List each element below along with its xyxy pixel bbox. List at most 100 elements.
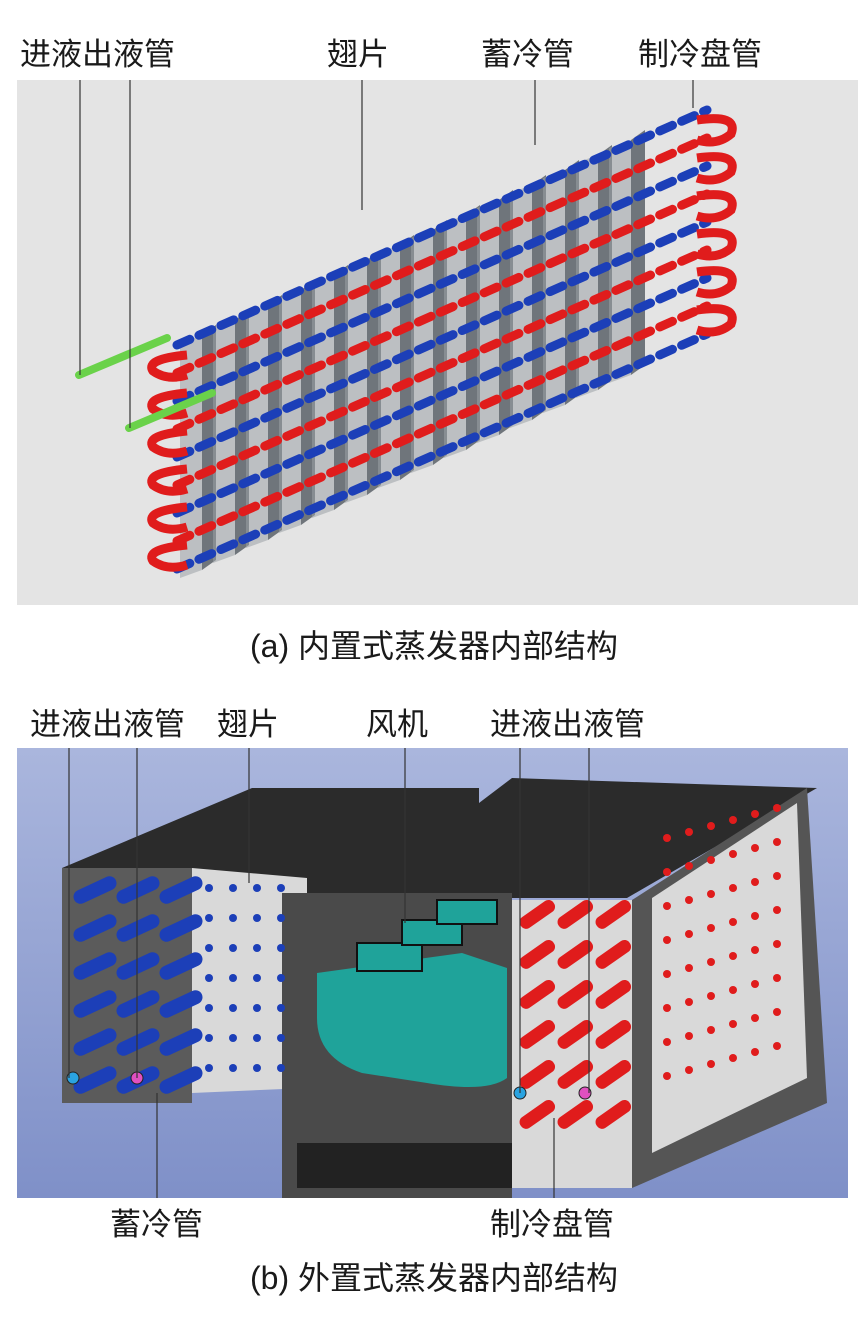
label-fin-a: 翅片 — [327, 37, 389, 73]
coil-u-bend — [695, 266, 737, 299]
storage-pipe-end — [205, 1004, 213, 1012]
storage-pipe-segment — [116, 990, 160, 1018]
outlet-port — [578, 1086, 592, 1100]
coil-pipe-end — [663, 970, 671, 978]
coil-pipe-end — [663, 1072, 671, 1080]
coil-u-bend — [695, 228, 737, 261]
inlet-pipe — [75, 334, 171, 379]
internal-evaporator-svg — [17, 80, 858, 605]
storage-pipe-segment — [116, 952, 160, 980]
storage-pipe-segment — [159, 914, 203, 942]
storage-pipe-end — [205, 884, 213, 892]
coil-pipe-end — [729, 884, 737, 892]
storage-pipe-segment — [116, 1028, 160, 1056]
fan-body — [317, 953, 507, 1087]
storage-pipe-segment — [159, 990, 203, 1018]
storage-pipe-end — [253, 914, 261, 922]
storage-pipe-end — [277, 944, 285, 952]
label-inlet-outlet-pipe-a: 进液出液管 — [20, 37, 175, 73]
storage-pipe-end — [229, 1064, 237, 1072]
storage-pipe-end — [277, 974, 285, 982]
coil-u-bend — [695, 304, 737, 337]
storage-pipe-end — [229, 1034, 237, 1042]
coil-pipe-segment — [595, 1059, 632, 1089]
storage-pipe-end — [277, 1034, 285, 1042]
coil-pipe-end — [751, 980, 759, 988]
coil-pipe-segment — [519, 1099, 556, 1129]
storage-pipe-end — [205, 914, 213, 922]
storage-pipe-segment — [73, 1066, 117, 1094]
evaporator-external-render — [17, 748, 848, 1198]
coil-pipe-end — [685, 964, 693, 972]
label-refrigeration-coil-b: 制冷盘管 — [490, 1207, 614, 1243]
coil-pipe — [172, 245, 712, 490]
storage-pipe-segment — [116, 914, 160, 942]
coil-pipe-end — [729, 850, 737, 858]
coil-pipe-end — [773, 940, 781, 948]
coil-pipe-segment — [595, 939, 632, 969]
coil-pipe-end — [773, 804, 781, 812]
storage-pipe-segment — [73, 1028, 117, 1056]
label-inlet-outlet-pipe-b-right: 进液出液管 — [490, 707, 645, 743]
coil-pipe-end — [707, 1026, 715, 1034]
storage-pipe — [172, 273, 712, 518]
coil-pipe-end — [729, 918, 737, 926]
storage-pipe — [172, 161, 712, 406]
evaporator-internal-render — [17, 80, 858, 605]
storage-pipe-end — [205, 1034, 213, 1042]
coil-pipe-segment — [595, 1019, 632, 1049]
coil-pipe-segment — [595, 899, 632, 929]
coil-pipe-end — [773, 906, 781, 914]
storage-pipe-end — [253, 884, 261, 892]
coil-u-bend — [147, 464, 189, 496]
housing-top — [62, 778, 817, 898]
storage-pipe-end — [277, 914, 285, 922]
coil-pipe-end — [773, 838, 781, 846]
coil-pipe-end — [729, 1054, 737, 1062]
storage-pipe-segment — [73, 914, 117, 942]
coil-pipe-segment — [519, 899, 556, 929]
coil-pipe-segment — [595, 979, 632, 1009]
storage-pipe-segment — [73, 990, 117, 1018]
coil-pipe-end — [663, 834, 671, 842]
coil-pipe-end — [729, 986, 737, 994]
coil-u-bend — [147, 350, 189, 382]
fan-blade-block — [356, 942, 423, 972]
coil-pipe-end — [773, 872, 781, 880]
coil-u-bend — [695, 114, 737, 147]
coil-pipe-end — [707, 924, 715, 932]
storage-pipe-segment — [159, 952, 203, 980]
coil-pipe-end — [663, 902, 671, 910]
storage-pipe-segment — [116, 876, 160, 904]
coil-u-bend — [695, 190, 737, 223]
right-module-fin-panel — [652, 803, 807, 1153]
storage-pipe-end — [229, 884, 237, 892]
storage-pipe — [172, 329, 712, 574]
storage-pipe-end — [229, 914, 237, 922]
inlet-port — [66, 1071, 80, 1085]
coil-pipe-end — [685, 896, 693, 904]
coil-pipe — [172, 189, 712, 434]
coil-pipe-end — [663, 1038, 671, 1046]
storage-pipe-end — [253, 1034, 261, 1042]
storage-pipe-end — [229, 974, 237, 982]
coil-pipe-end — [707, 890, 715, 898]
coil-pipe-end — [685, 1032, 693, 1040]
coil-pipe-end — [751, 844, 759, 852]
label-fan-b: 风机 — [366, 707, 428, 743]
coil-pipe-segment — [519, 1059, 556, 1089]
label-refrigeration-coil-a: 制冷盘管 — [638, 37, 762, 73]
coil-pipe-segment — [519, 939, 556, 969]
coil-u-bend — [147, 540, 189, 572]
coil-pipe — [172, 133, 712, 378]
coil-pipe-end — [729, 816, 737, 824]
storage-pipe-end — [277, 884, 285, 892]
caption-b: (b) 外置式蒸发器内部结构 — [250, 1260, 619, 1296]
storage-pipe-end — [253, 944, 261, 952]
outlet-pipe — [125, 389, 216, 432]
storage-pipe-end — [205, 944, 213, 952]
storage-pipe-end — [277, 1064, 285, 1072]
coil-pipe-segment — [557, 1099, 594, 1129]
coil-pipe-end — [751, 878, 759, 886]
coil-pipe-end — [663, 1004, 671, 1012]
